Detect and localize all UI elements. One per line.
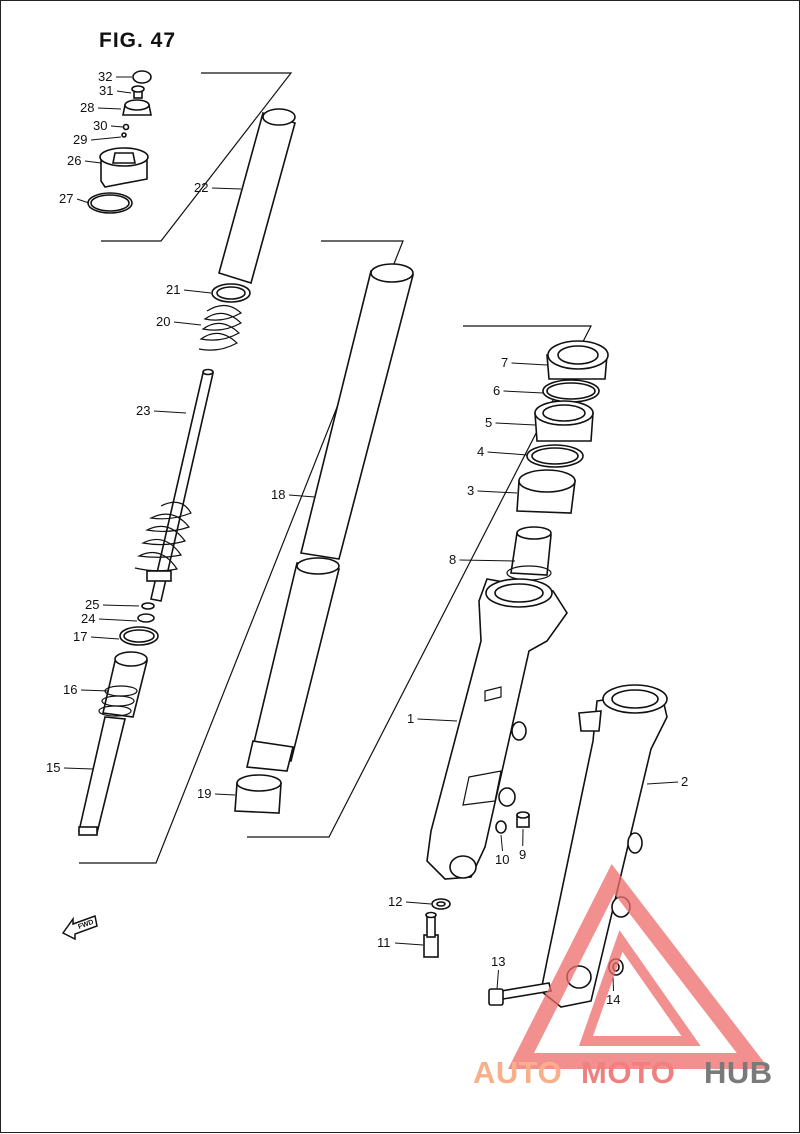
part-oil-seal-stopper: [543, 380, 599, 402]
callout-leader-31: [117, 91, 131, 93]
callout-label-3: 3: [467, 483, 474, 498]
callout-label-28: 28: [80, 100, 94, 115]
part-inner-tube: [247, 264, 413, 771]
callout-label-17: 17: [73, 629, 87, 644]
callout-label-13: 13: [491, 954, 505, 969]
part-cap-plug: [133, 71, 151, 83]
part-washer: [138, 614, 154, 622]
callout-leader-26: [85, 161, 101, 163]
part-oil-lock: [507, 527, 551, 580]
callout-label-24: 24: [81, 611, 95, 626]
callout-leader-21: [184, 290, 211, 293]
callout-label-27: 27: [59, 191, 73, 206]
part-drain-washer: [496, 821, 506, 833]
callout-leader-15: [64, 768, 93, 769]
part-adjuster-screw: [132, 86, 144, 98]
callout-label-7: 7: [501, 355, 508, 370]
callout-label-8: 8: [449, 552, 456, 567]
part-damper-cylinder: [79, 717, 125, 835]
callout-leader-14: [613, 977, 614, 991]
callout-leader-4: [488, 452, 528, 455]
part-oil-seal: [535, 401, 593, 441]
callout-label-19: 19: [197, 786, 211, 801]
part-outer-tube-right: [541, 685, 667, 1007]
watermark-part-b: MOTO: [581, 1055, 675, 1090]
callout-label-9: 9: [519, 847, 526, 862]
part-outer-tube-left: [427, 579, 567, 879]
part-o-ring: [88, 193, 132, 213]
callout-leader-29: [91, 137, 121, 140]
callout-leader-28: [98, 108, 121, 109]
callout-label-29: 29: [73, 132, 87, 147]
callout-label-15: 15: [46, 760, 60, 775]
part-spring-seat: [212, 284, 250, 302]
part-adjuster-nut: [123, 100, 151, 115]
callout-leader-11: [395, 943, 423, 945]
callout-leader-8: [460, 560, 516, 561]
part-piston-ring: [120, 627, 158, 645]
callout-leader-5: [496, 423, 536, 425]
callout-label-1: 1: [407, 711, 414, 726]
callout-label-14: 14: [606, 992, 620, 1007]
part-small-ring: [122, 125, 129, 138]
callout-label-12: 12: [388, 894, 402, 909]
callout-leader-22: [212, 188, 241, 189]
part-fork-spring: [199, 305, 241, 350]
callout-leader-1: [418, 719, 458, 721]
part-drain-bolt: [517, 812, 529, 827]
callout-label-5: 5: [485, 415, 492, 430]
callout-leader-24: [99, 619, 137, 621]
callout-leader-6: [504, 391, 544, 393]
callout-leader-27: [77, 199, 89, 203]
watermark-text: AUTO MOTO HUB: [473, 1055, 773, 1090]
callout-label-6: 6: [493, 383, 500, 398]
callout-label-11: 11: [377, 935, 391, 950]
part-slide-bushing: [235, 775, 281, 813]
fwd-arrow-icon: FWD: [63, 916, 97, 939]
callout-label-4: 4: [477, 444, 484, 459]
callout-leader-25: [103, 605, 139, 606]
part-damper-bolt: [424, 913, 438, 958]
part-guide-bushing: [517, 470, 575, 513]
callout-leader-3: [478, 491, 518, 493]
part-gasket: [432, 899, 450, 909]
callout-label-16: 16: [63, 682, 77, 697]
part-circlip: [142, 603, 154, 609]
callout-label-2: 2: [681, 774, 688, 789]
callout-label-18: 18: [271, 487, 285, 502]
callout-leader-30: [111, 126, 123, 127]
part-oil-lock-piece: [99, 652, 147, 717]
part-axle-pinch-bolt: [489, 983, 551, 1005]
callout-leader-13: [497, 970, 499, 989]
callout-leader-10: [501, 835, 503, 851]
callout-leader-2: [647, 782, 678, 784]
callout-leader-17: [91, 637, 119, 639]
callout-leader-12: [406, 902, 431, 904]
part-fork-cap-bolt: [100, 148, 148, 187]
callout-label-10: 10: [495, 852, 509, 867]
callout-label-31: 31: [99, 83, 113, 98]
callout-label-30: 30: [93, 118, 107, 133]
callout-label-26: 26: [67, 153, 81, 168]
callout-label-21: 21: [166, 282, 180, 297]
callout-leader-20: [174, 322, 201, 325]
callout-leader-7: [512, 363, 548, 365]
part-spacer-tube: [219, 109, 295, 283]
watermark-part-a: AUTO: [473, 1055, 562, 1090]
part-dust-seal: [547, 341, 608, 379]
callout-label-25: 25: [85, 597, 99, 612]
callout-label-20: 20: [156, 314, 170, 329]
callout-label-23: 23: [136, 403, 150, 418]
watermark-part-c: HUB: [704, 1055, 773, 1090]
part-seal-washer: [527, 445, 583, 467]
callout-leader-19: [215, 794, 235, 795]
callout-label-32: 32: [98, 69, 112, 84]
callout-leader-23: [154, 411, 186, 413]
callout-label-22: 22: [194, 180, 208, 195]
